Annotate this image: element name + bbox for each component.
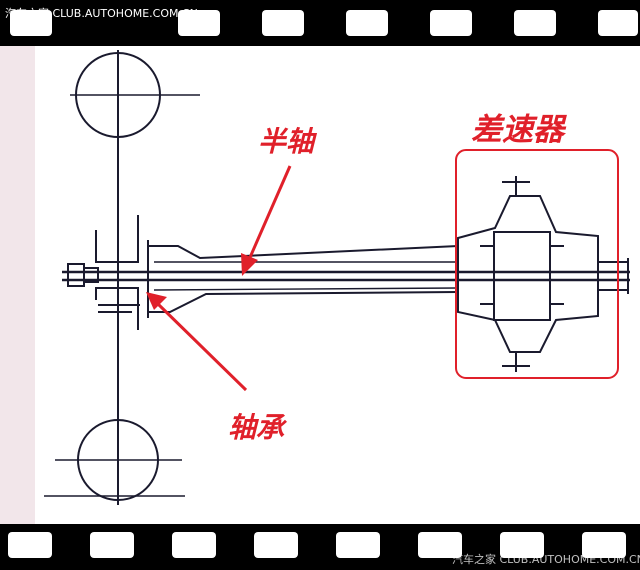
half-shaft-label: 半轴	[258, 125, 315, 158]
sprocket-hole	[8, 532, 52, 558]
sprocket-hole	[430, 10, 472, 36]
hub-upper-bracket	[95, 215, 139, 263]
sprocket-hole	[418, 532, 462, 558]
sprocket-hole	[262, 10, 304, 36]
wheel-top	[70, 50, 200, 142]
diagram-panel	[0, 46, 640, 524]
half-shaft-arrow	[246, 165, 292, 263]
differential-case	[457, 195, 599, 353]
half-shaft	[62, 270, 630, 282]
sprocket-hole	[254, 532, 298, 558]
watermark-top: 汽车之家 CLUB.AUTOHOME.COM.CN	[5, 7, 198, 20]
hub-lower-bracket	[95, 287, 139, 330]
sprocket-hole	[10, 10, 52, 36]
housing-inner-lower	[153, 287, 459, 291]
sprocket-hole	[514, 10, 556, 36]
housing-upper-outline	[148, 245, 459, 260]
housing-lower-outline	[148, 291, 459, 313]
sprocket-hole	[500, 532, 544, 558]
sprocket-hole	[336, 532, 380, 558]
axle-housing	[147, 240, 459, 318]
bearing-label: 轴承	[228, 411, 285, 444]
spider-gear-block	[493, 231, 551, 321]
left-side-band	[0, 46, 35, 524]
hub-nut	[67, 263, 85, 287]
sprocket-hole	[172, 532, 216, 558]
sprocket-hole	[90, 532, 134, 558]
watermark-bottom: 汽车之家 CLUB.AUTOHOME.COM.CN	[452, 553, 640, 566]
differential-assembly	[457, 176, 629, 372]
hub-assembly	[67, 215, 140, 330]
sprocket-hole	[178, 10, 220, 36]
wheel-bottom	[44, 416, 185, 501]
sprocket-hole	[346, 10, 388, 36]
hub-flange	[83, 267, 99, 283]
differential-highlight-box	[455, 149, 619, 379]
bearing-arrowhead	[146, 292, 167, 310]
sprocket-hole	[582, 532, 626, 558]
bearing-arrow	[156, 302, 248, 392]
differential-label: 差速器	[471, 112, 564, 148]
sprocket-hole	[598, 10, 638, 36]
half-shaft-arrowhead	[241, 253, 258, 276]
